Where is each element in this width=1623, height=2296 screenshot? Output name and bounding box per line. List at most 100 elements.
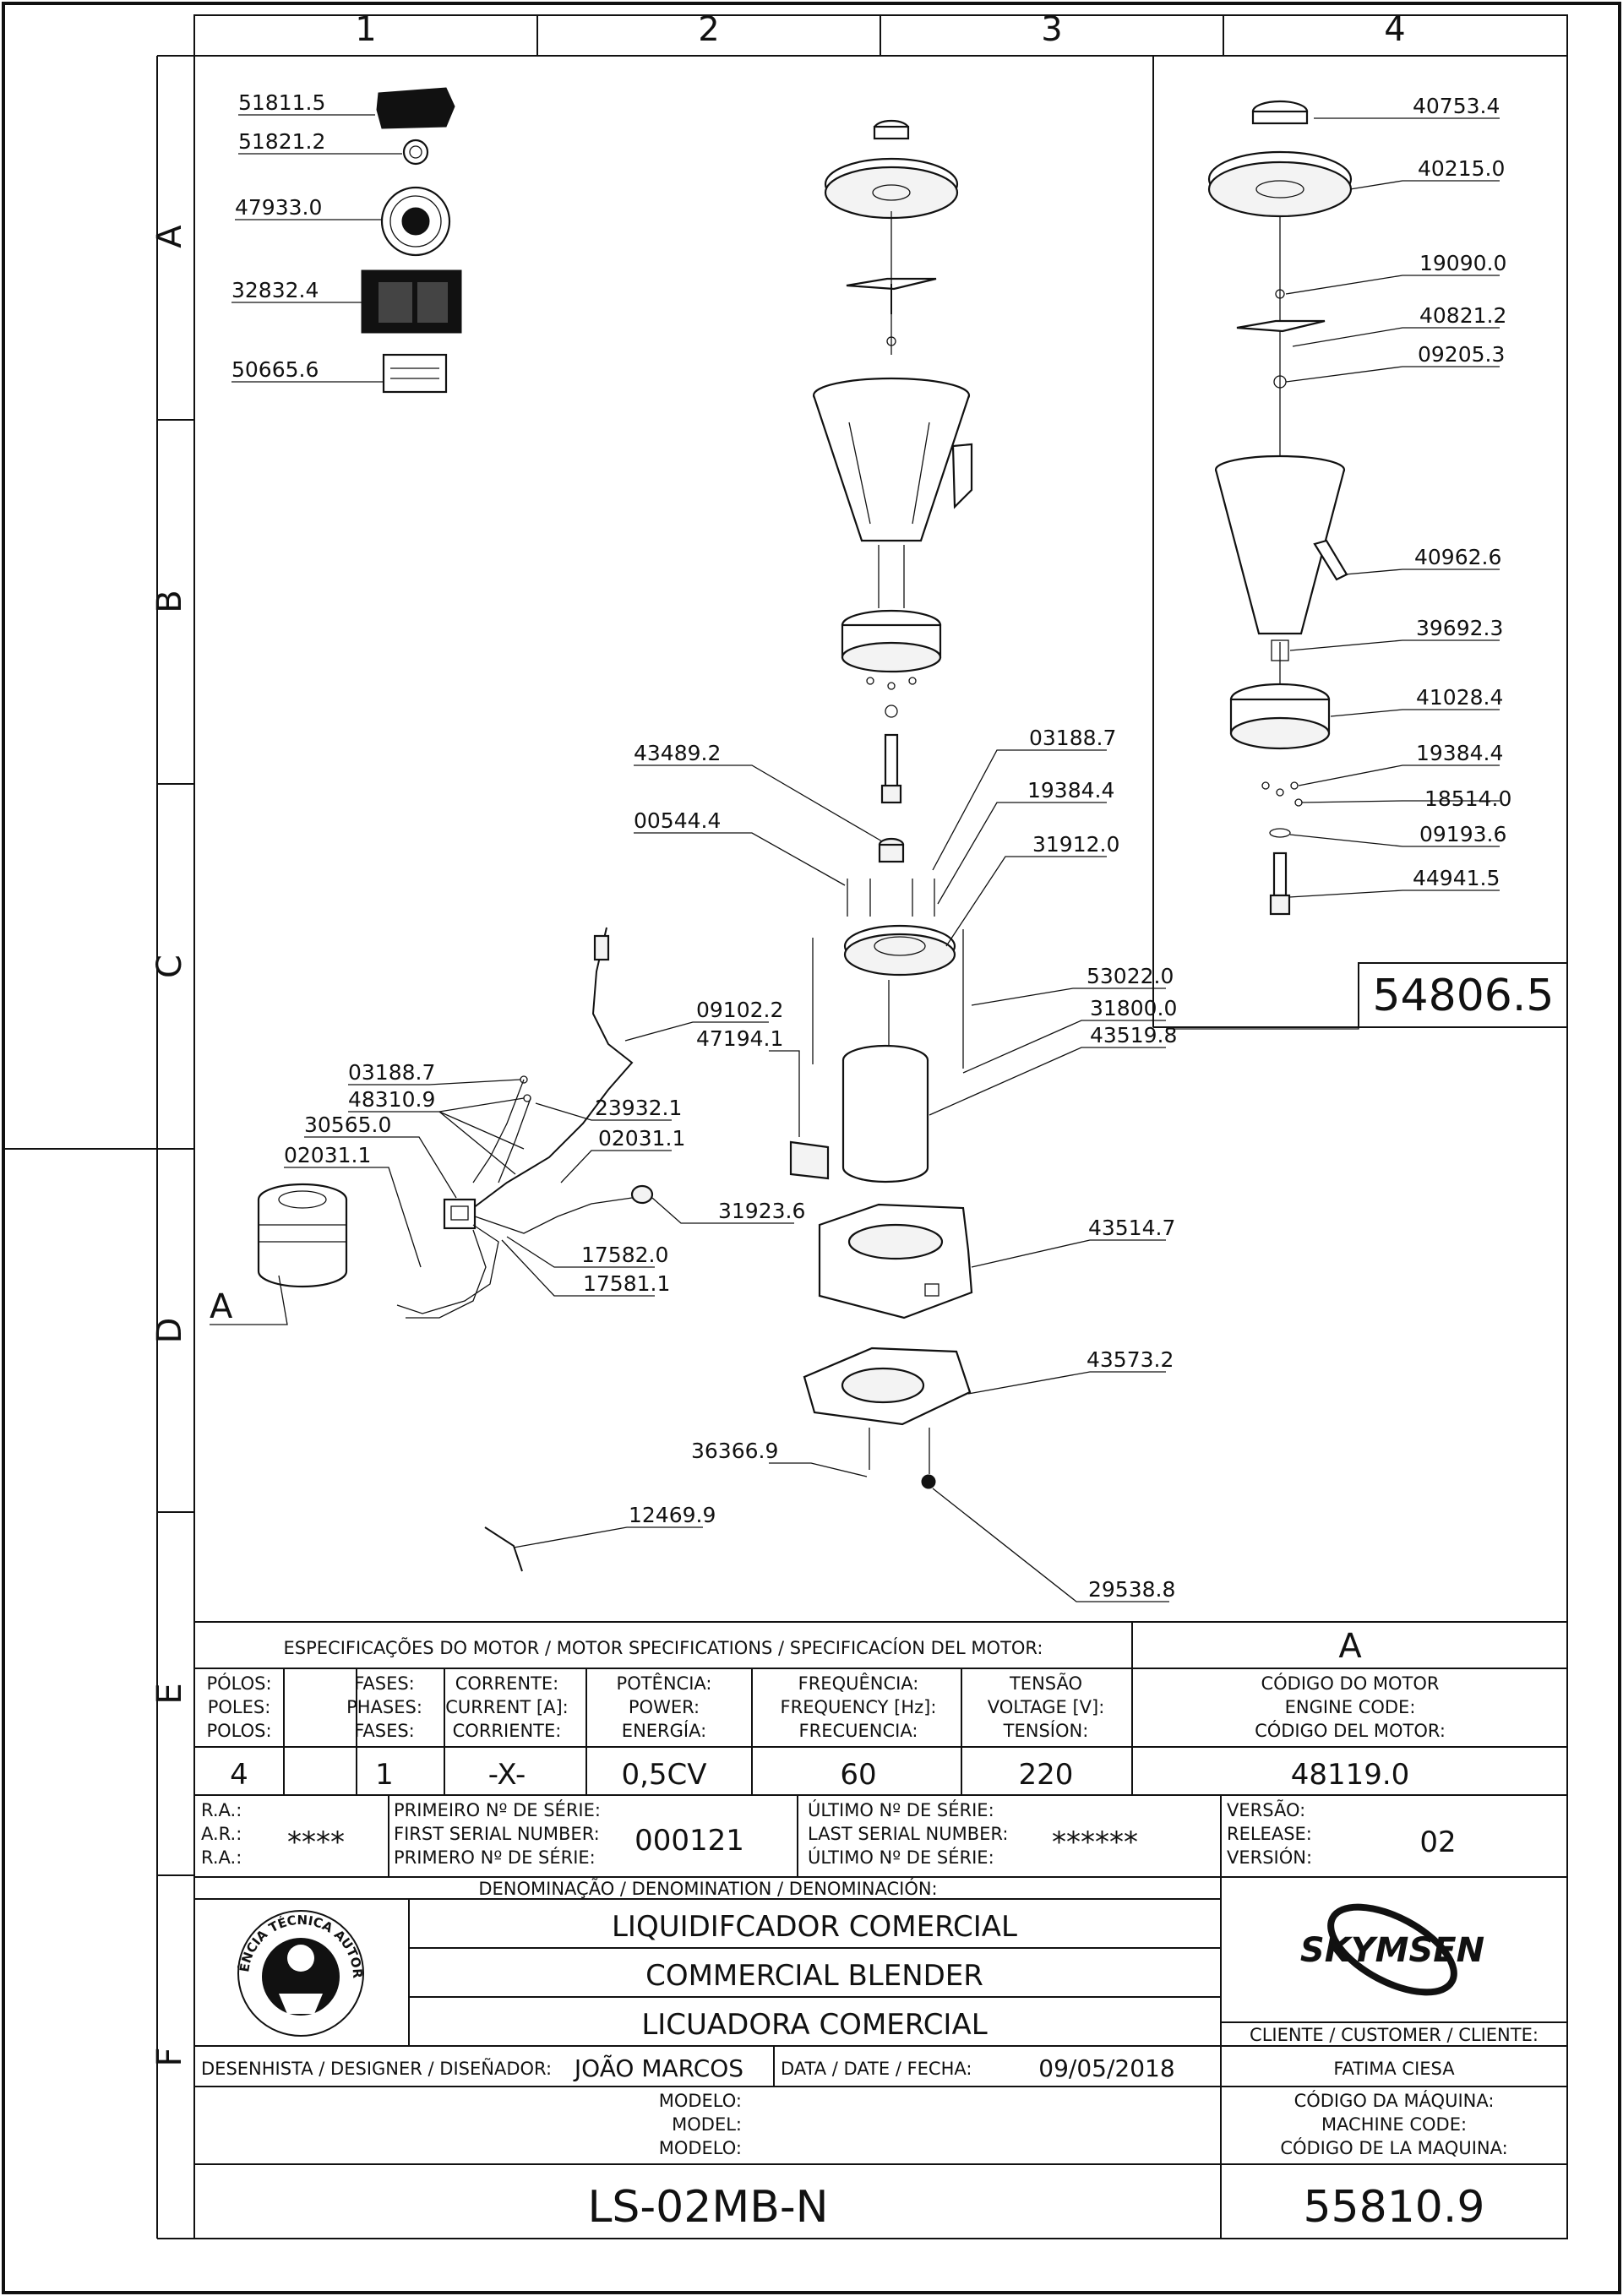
model-label-pt: MODELO: <box>659 2091 742 2111</box>
denomination-es: LICUADORA COMERCIAL <box>641 2008 987 2042</box>
label-18514-0: 18514.0 <box>1424 786 1511 811</box>
grid-col-3: 3 <box>1041 10 1062 49</box>
engine-code-header-en: ENGINE CODE: <box>1285 1697 1416 1717</box>
label-41028-4: 41028.4 <box>1416 685 1503 710</box>
label-53022-0: 53022.0 <box>1087 964 1174 988</box>
callouts: 51811.5 51821.2 47933.0 32832.4 50665.6 … <box>210 90 1511 1602</box>
current-header-en: CURRENT [A]: <box>445 1697 569 1717</box>
label-29538-8: 29538.8 <box>1088 1577 1175 1602</box>
poles-header-pt: PÓLOS: <box>206 1673 271 1694</box>
label-23932-1: 23932.1 <box>595 1096 682 1120</box>
grid-row-e: E <box>150 1683 189 1704</box>
label-40962-6: 40962.6 <box>1414 545 1501 569</box>
current-value: -X- <box>488 1758 526 1792</box>
customer-label: CLIENTE / CUSTOMER / CLIENTE: <box>1250 2025 1539 2045</box>
date-value: 09/05/2018 <box>1038 2054 1174 2082</box>
denomination-pt: LIQUIDIFCADOR COMERCIAL <box>612 1910 1017 1944</box>
engine-code-value: 48119.0 <box>1291 1758 1410 1792</box>
version-label-es: VERSIÓN: <box>1227 1847 1312 1868</box>
phases-header-pt: FASES: <box>354 1673 415 1694</box>
grid-row-c: C <box>150 955 189 978</box>
label-30565-0: 30565.0 <box>304 1113 391 1137</box>
authorized-service-seal: ASSISTÊNCIA TÉCNICA AUTORIZADA <box>0 0 365 2037</box>
label-40753-4: 40753.4 <box>1413 94 1500 118</box>
grid-col-4: 4 <box>1384 10 1405 49</box>
label-39692-3: 39692.3 <box>1416 616 1503 640</box>
label-31800-0: 31800.0 <box>1090 996 1177 1020</box>
version-label-en: RELEASE: <box>1227 1824 1312 1844</box>
model-label-en: MODEL: <box>672 2114 742 2135</box>
ra-label-2: A.R.: <box>201 1824 242 1844</box>
designer-label: DESENHISTA / DESIGNER / DISEÑADOR: <box>201 2057 552 2079</box>
blender-exploded-view <box>789 119 973 1489</box>
label-40821-2: 40821.2 <box>1419 303 1506 328</box>
poles-header-es: POLOS: <box>206 1721 271 1741</box>
frequency-header-es: FRECUENCIA: <box>799 1721 918 1741</box>
voltage-header-en: VOLTAGE [V]: <box>988 1697 1105 1717</box>
label-47194-1: 47194.1 <box>696 1026 783 1051</box>
left-accessories <box>361 87 462 394</box>
label-43489-2: 43489.2 <box>634 741 721 765</box>
brand-name: SKYMSEN <box>1300 1931 1484 1970</box>
grid-col-1: 1 <box>355 10 376 49</box>
label-43514-7: 43514.7 <box>1088 1216 1175 1240</box>
first-serial-value: 000121 <box>634 1824 744 1858</box>
label-03188-7-wiring: 03188.7 <box>348 1060 435 1085</box>
label-19384-4: 19384.4 <box>1027 778 1114 803</box>
detail-letter-a: A <box>210 1287 233 1326</box>
phases-header-es: FASES: <box>354 1721 415 1741</box>
label-31912-0: 31912.0 <box>1032 832 1119 857</box>
label-17582-0: 17582.0 <box>581 1243 668 1267</box>
skymsen-logo: SKYMSEN <box>1300 1903 1484 1996</box>
label-32832-4: 32832.4 <box>231 278 319 302</box>
current-header-pt: CORRENTE: <box>455 1673 559 1694</box>
last-serial-label-en: LAST SERIAL NUMBER: <box>808 1824 1008 1844</box>
label-50665-6: 50665.6 <box>231 357 319 382</box>
motor-detail-ref: A <box>1338 1627 1362 1666</box>
model-value: LS-02MB-N <box>587 2182 828 2233</box>
designer-value: JOÃO MARCOS <box>573 2054 743 2082</box>
label-09205-3: 09205.3 <box>1418 342 1505 367</box>
machine-code-label-es: CÓDIGO DE LA MAQUINA: <box>1280 2137 1507 2158</box>
machine-code-value: 55810.9 <box>1303 2182 1484 2233</box>
label-09193-6: 09193.6 <box>1419 822 1506 846</box>
version-value: 02 <box>1419 1825 1456 1859</box>
poles-value: 4 <box>230 1758 248 1792</box>
label-00544-4: 00544.4 <box>634 808 721 833</box>
grid-row-f: F <box>150 2047 189 2066</box>
label-03188-7: 03188.7 <box>1029 726 1116 750</box>
motor-wiring-detail <box>257 927 654 1572</box>
detail-exploded-view <box>1207 100 1353 916</box>
current-header-es: CORRIENTE: <box>453 1721 562 1741</box>
first-serial-label-en: FIRST SERIAL NUMBER: <box>394 1824 600 1844</box>
label-44941-5: 44941.5 <box>1413 866 1500 890</box>
first-serial-label-pt: PRIMEIRO Nº DE SÉRIE: <box>394 1799 601 1820</box>
label-51811-5: 51811.5 <box>238 90 325 115</box>
poles-header-en: POLES: <box>208 1697 271 1717</box>
last-serial-value: ****** <box>1052 1825 1138 1859</box>
assembly-code: 54806.5 <box>1372 971 1554 1021</box>
power-header-es: ENERGÍA: <box>622 1720 706 1741</box>
label-43573-2: 43573.2 <box>1087 1347 1174 1372</box>
label-43519-8: 43519.8 <box>1090 1023 1177 1047</box>
power-header-en: POWER: <box>629 1697 700 1717</box>
frequency-value: 60 <box>840 1758 876 1792</box>
label-02031-1-motor: 02031.1 <box>284 1143 371 1167</box>
label-19090-0: 19090.0 <box>1419 251 1506 275</box>
model-label-es: MODELO: <box>659 2138 742 2158</box>
voltage-header-es: TENSÍON: <box>1003 1720 1089 1741</box>
ra-label-3: R.A.: <box>201 1847 242 1868</box>
grid-col-2: 2 <box>698 10 719 49</box>
label-19384-4-detail: 19384.4 <box>1416 741 1503 765</box>
label-48310-9: 48310.9 <box>348 1087 435 1112</box>
label-47933-0: 47933.0 <box>235 195 322 220</box>
voltage-header-pt: TENSÃO <box>1009 1672 1082 1694</box>
label-17581-1: 17581.1 <box>583 1271 670 1296</box>
label-31923-6: 31923.6 <box>718 1199 805 1223</box>
machine-code-label-en: MACHINE CODE: <box>1321 2114 1467 2135</box>
label-40215-0: 40215.0 <box>1418 156 1505 181</box>
voltage-value: 220 <box>1019 1758 1074 1792</box>
motor-spec-title: ESPECIFICAÇÕES DO MOTOR / MOTOR SPECIFIC… <box>284 1636 1043 1658</box>
label-12469-9: 12469.9 <box>629 1503 716 1527</box>
label-36366-9: 36366.9 <box>691 1439 778 1463</box>
